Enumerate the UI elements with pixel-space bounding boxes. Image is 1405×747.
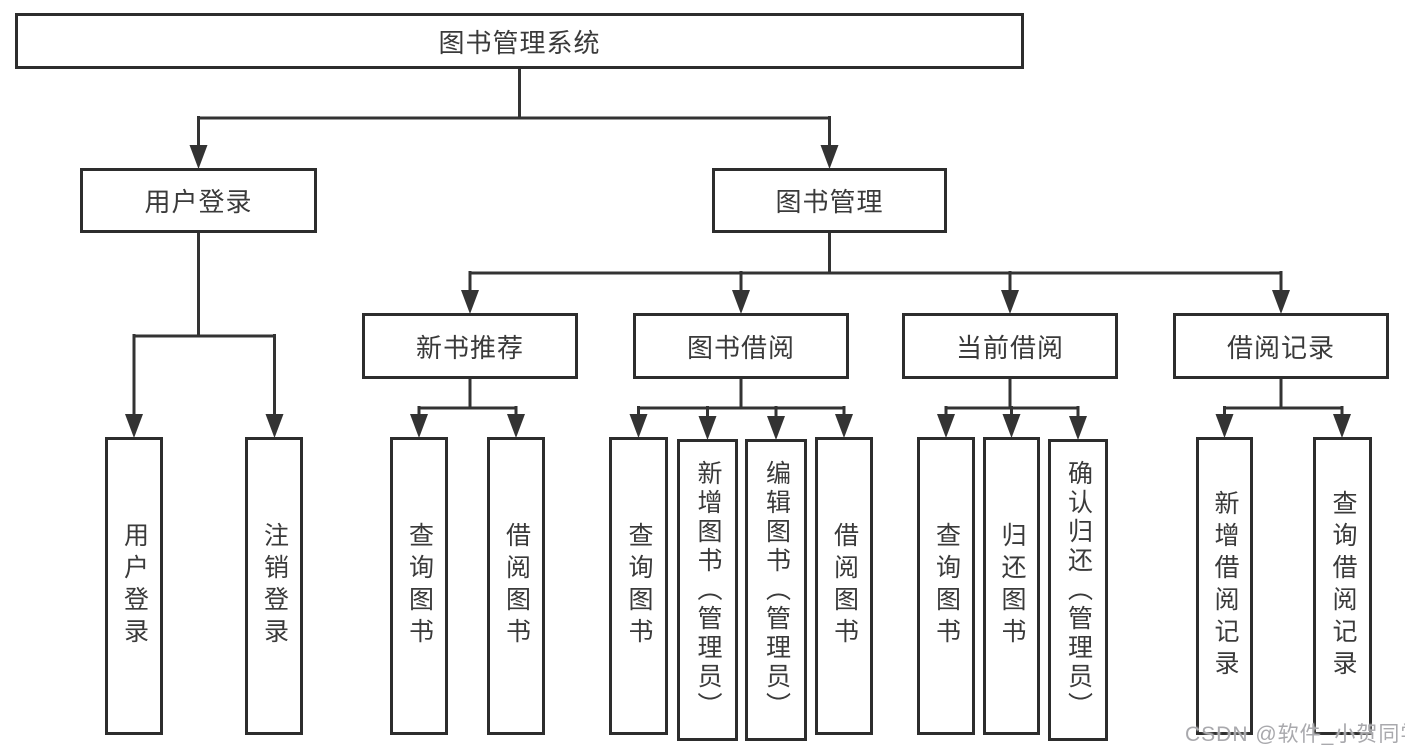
node-leaf-borrow-books-1: 借阅图书 bbox=[487, 437, 545, 735]
node-leaf-edit-books-admin: 编辑图书（管理员） bbox=[745, 439, 807, 741]
csdn-watermark: CSDN @软件_小贺同学 bbox=[1185, 723, 1405, 746]
node-leaf-query-books-1: 查询图书 bbox=[390, 437, 448, 735]
node-leaf-query-books-2-label: 查询图书 bbox=[625, 522, 653, 650]
node-leaf-user-login-label: 用户登录 bbox=[120, 522, 149, 650]
node-leaf-borrow-books-2: 借阅图书 bbox=[815, 437, 873, 735]
node-leaf-query-books-2: 查询图书 bbox=[609, 437, 668, 735]
node-leaf-add-books-admin: 新增图书（管理员） bbox=[677, 439, 738, 741]
node-leaf-query-borrow-record-label: 查询借阅记录 bbox=[1329, 490, 1357, 682]
node-book-borrow: 图书借阅 bbox=[633, 313, 849, 379]
node-current-borrow: 当前借阅 bbox=[902, 313, 1118, 379]
node-leaf-add-borrow-record-label: 新增借阅记录 bbox=[1211, 490, 1239, 682]
node-library-system: 图书管理系统 bbox=[15, 13, 1024, 69]
node-leaf-query-borrow-record: 查询借阅记录 bbox=[1313, 437, 1372, 735]
node-new-book-recommend-label: 新书推荐 bbox=[415, 332, 524, 363]
node-leaf-return-books-label: 归还图书 bbox=[998, 522, 1026, 650]
node-new-book-recommend: 新书推荐 bbox=[362, 313, 578, 379]
node-user-login-label: 用户登录 bbox=[144, 187, 253, 217]
node-leaf-borrow-books-1-label: 借阅图书 bbox=[502, 522, 531, 650]
node-leaf-add-borrow-record: 新增借阅记录 bbox=[1196, 437, 1253, 735]
node-leaf-add-books-admin-label: 新增图书（管理员） bbox=[694, 459, 722, 721]
node-leaf-logout-label: 注销登录 bbox=[260, 522, 289, 650]
node-leaf-confirm-return-admin-label: 确认归还（管理员） bbox=[1064, 459, 1093, 721]
node-leaf-query-books-1-label: 查询图书 bbox=[405, 522, 434, 650]
node-leaf-query-books-3-label: 查询图书 bbox=[932, 522, 961, 650]
node-borrow-records: 借阅记录 bbox=[1173, 313, 1389, 379]
node-book-management-label: 图书管理 bbox=[775, 187, 884, 217]
node-leaf-edit-books-admin-label: 编辑图书（管理员） bbox=[762, 459, 791, 721]
node-book-management: 图书管理 bbox=[712, 168, 947, 233]
node-leaf-confirm-return-admin: 确认归还（管理员） bbox=[1048, 439, 1108, 741]
node-leaf-return-books: 归还图书 bbox=[983, 437, 1040, 735]
node-current-borrow-label: 当前借阅 bbox=[955, 332, 1064, 363]
node-book-borrow-label: 图书借阅 bbox=[686, 332, 795, 363]
node-borrow-records-label: 借阅记录 bbox=[1226, 332, 1335, 363]
node-library-system-label: 图书管理系统 bbox=[438, 27, 601, 58]
node-leaf-borrow-books-2-label: 借阅图书 bbox=[830, 522, 859, 650]
node-leaf-logout: 注销登录 bbox=[245, 437, 303, 735]
node-leaf-query-books-3: 查询图书 bbox=[917, 437, 975, 735]
node-user-login: 用户登录 bbox=[80, 168, 317, 233]
node-leaf-user-login: 用户登录 bbox=[105, 437, 163, 735]
